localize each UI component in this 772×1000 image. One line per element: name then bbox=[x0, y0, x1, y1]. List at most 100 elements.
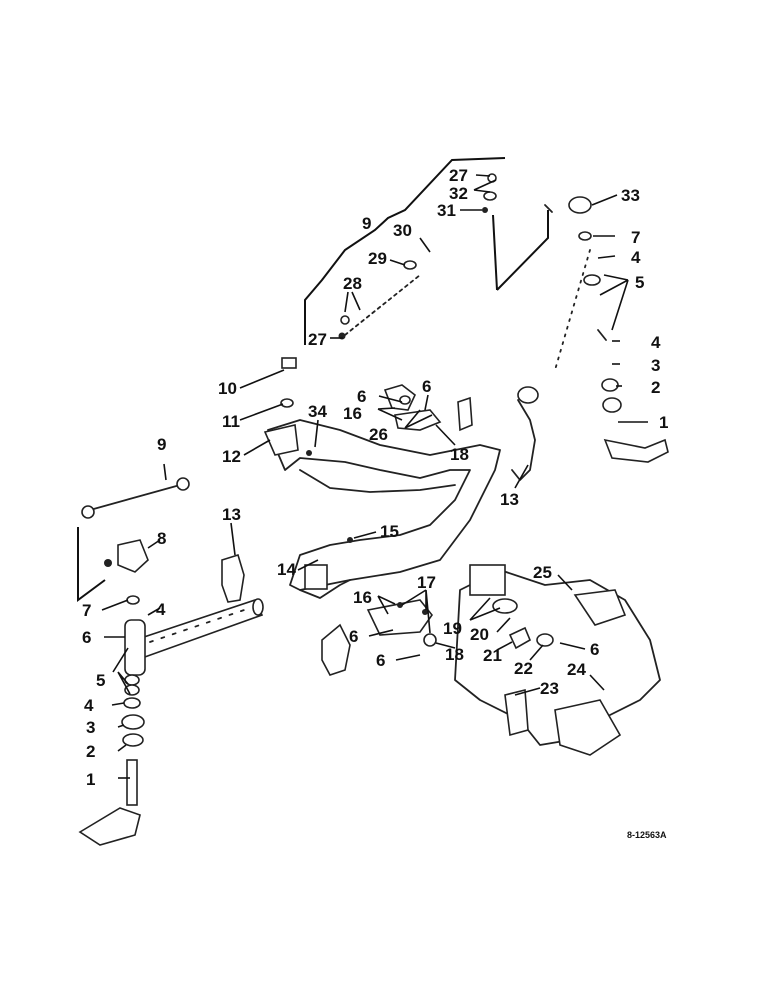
arm-6-lower bbox=[321, 623, 351, 676]
plate-19 bbox=[469, 564, 506, 596]
leader-30 bbox=[419, 237, 431, 253]
callout-21: 21 bbox=[483, 646, 502, 665]
callout-7-right: 7 bbox=[631, 228, 640, 247]
callout-12: 12 bbox=[222, 447, 241, 466]
plate-16-lower bbox=[366, 599, 434, 636]
callout-13-right: 13 bbox=[500, 490, 519, 509]
callout-4-right-lower: 4 bbox=[651, 333, 661, 352]
callout-19: 19 bbox=[443, 619, 462, 638]
plug-15 bbox=[347, 537, 353, 543]
plate-16-upper bbox=[394, 409, 442, 431]
leader-9-left bbox=[163, 463, 167, 481]
retainer-7-left bbox=[126, 595, 140, 605]
callout-16-upper: 16 bbox=[343, 404, 362, 423]
leader-2-left bbox=[117, 744, 127, 752]
upper-group-bracket bbox=[304, 157, 506, 345]
clip-near-33 bbox=[544, 204, 553, 213]
tube-end-left bbox=[252, 598, 264, 616]
callout-2-right: 2 bbox=[651, 378, 660, 397]
leader-15 bbox=[353, 531, 377, 539]
leader-5-left bbox=[112, 647, 131, 695]
leader-18-lower bbox=[435, 642, 456, 649]
spindle-1-upper bbox=[603, 438, 669, 463]
bracket-26-upper bbox=[383, 384, 416, 411]
leader-6-upper-a bbox=[378, 395, 403, 403]
callout-22: 22 bbox=[514, 659, 533, 678]
plate-18-upper bbox=[457, 396, 473, 432]
leader-33 bbox=[591, 194, 618, 206]
drawing-number: 8-12563A bbox=[627, 830, 667, 840]
callout-9-upper: 9 bbox=[362, 214, 371, 233]
clip-21 bbox=[508, 626, 532, 650]
bolt-17b bbox=[422, 609, 428, 615]
bracket-8 bbox=[117, 539, 149, 573]
callout-4-left-lower: 4 bbox=[84, 696, 94, 715]
axle-extension-left bbox=[133, 599, 264, 660]
parts-artwork bbox=[77, 157, 669, 846]
leader-28 bbox=[344, 291, 361, 313]
leader-23 bbox=[514, 687, 541, 696]
axle-beam bbox=[267, 419, 501, 591]
callout-23: 23 bbox=[540, 679, 559, 698]
callout-6-upper-b: 6 bbox=[422, 377, 431, 396]
callout-1-left: 1 bbox=[86, 770, 95, 789]
retainer-7-upper bbox=[578, 231, 592, 241]
seal-2-left bbox=[122, 733, 144, 747]
callout-28: 28 bbox=[343, 274, 362, 293]
callout-6-lower-b: 6 bbox=[376, 651, 385, 670]
housing-lower-right bbox=[454, 569, 661, 746]
leader-4-left-upper bbox=[147, 607, 161, 616]
seal-2b-upper bbox=[602, 397, 622, 413]
spindle-shaft-1-left bbox=[126, 759, 138, 806]
callout-6-right: 6 bbox=[590, 640, 599, 659]
knuckle-6-left bbox=[124, 619, 146, 676]
leader-lines bbox=[101, 174, 648, 779]
callout-8: 8 bbox=[157, 529, 166, 548]
bearing-5-upper bbox=[583, 274, 601, 286]
seal-2-upper bbox=[601, 378, 619, 392]
ball-22 bbox=[536, 633, 554, 647]
leader-5-right bbox=[599, 274, 629, 331]
nut-11 bbox=[280, 398, 294, 408]
callout-24: 24 bbox=[567, 660, 586, 679]
callout-4-left-upper: 4 bbox=[156, 600, 166, 619]
leader-17 bbox=[401, 589, 431, 634]
callout-6-upper-a: 6 bbox=[357, 387, 366, 406]
washer-4-left bbox=[123, 697, 141, 709]
leader-25 bbox=[557, 574, 573, 591]
cotter-31 bbox=[482, 207, 488, 213]
leader-20 bbox=[496, 617, 511, 633]
callout-2-left: 2 bbox=[86, 742, 95, 761]
callout-33: 33 bbox=[621, 186, 640, 205]
tie-rod-upper bbox=[344, 274, 421, 336]
leader-7-left bbox=[101, 599, 129, 611]
leader-22 bbox=[529, 644, 544, 661]
callout-3-right: 3 bbox=[651, 356, 660, 375]
callout-20: 20 bbox=[470, 625, 489, 644]
callout-26: 26 bbox=[369, 425, 388, 444]
nut-8 bbox=[104, 559, 112, 567]
callout-15: 15 bbox=[380, 522, 399, 541]
dotted-axis-upper-right bbox=[554, 249, 591, 371]
callout-5-left: 5 bbox=[96, 671, 105, 690]
leader-12 bbox=[243, 439, 271, 456]
callout-14: 14 bbox=[277, 560, 296, 579]
leader-18-upper bbox=[435, 424, 456, 446]
callout-10: 10 bbox=[218, 379, 237, 398]
callout-17: 17 bbox=[417, 573, 436, 592]
right-group-bracket bbox=[492, 210, 549, 291]
axle-beam-inner bbox=[299, 469, 456, 493]
leader-6-lower-b bbox=[395, 654, 421, 661]
bracket-12 bbox=[263, 424, 299, 456]
leader-16-lower bbox=[377, 595, 396, 615]
bracket-23 bbox=[504, 688, 529, 737]
cover-25 bbox=[573, 589, 627, 626]
callout-labels: 1 2 3 4 5 6 7 4 8 9 10 11 12 13 13 14 15… bbox=[82, 166, 668, 789]
bracket-14 bbox=[304, 564, 328, 590]
washer-4-upper bbox=[597, 329, 607, 341]
callout-7-left: 7 bbox=[82, 601, 91, 620]
callout-30: 30 bbox=[393, 221, 412, 240]
tie-rod-end-29 bbox=[403, 260, 417, 270]
leader-32 bbox=[473, 179, 497, 193]
